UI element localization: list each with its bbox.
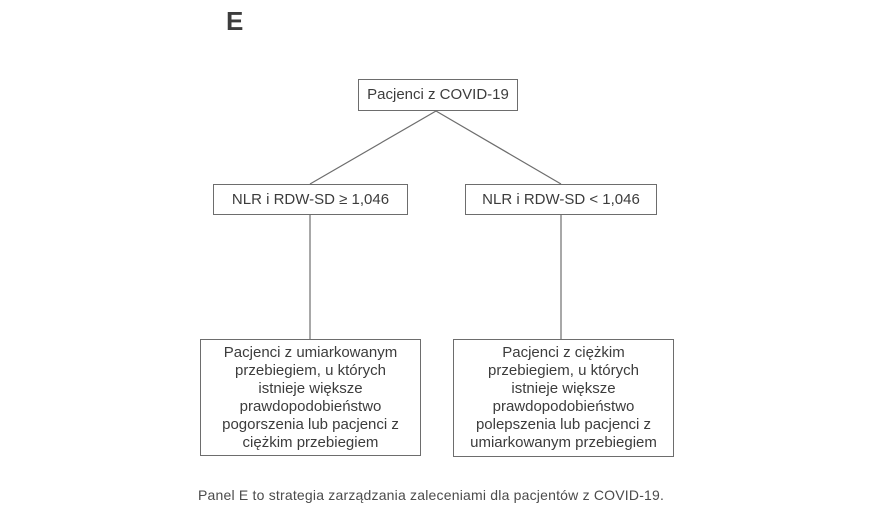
node-nlr-rdwsd-ge: NLR i RDW-SD ≥ 1,046 <box>213 184 408 215</box>
node-outcome-severe-course: Pacjenci z ciężkim przebiegiem, u któryc… <box>453 339 674 457</box>
panel-label: E <box>226 6 244 36</box>
figure-caption: Panel E to strategia zarządzania zalecen… <box>198 487 665 503</box>
node-patients-covid19: Pacjenci z COVID-19 <box>358 79 518 111</box>
node-outcome-moderate-course: Pacjenci z umiarkowanym przebiegiem, u k… <box>200 339 421 456</box>
node-nlr-rdwsd-lt: NLR i RDW-SD < 1,046 <box>465 184 657 215</box>
